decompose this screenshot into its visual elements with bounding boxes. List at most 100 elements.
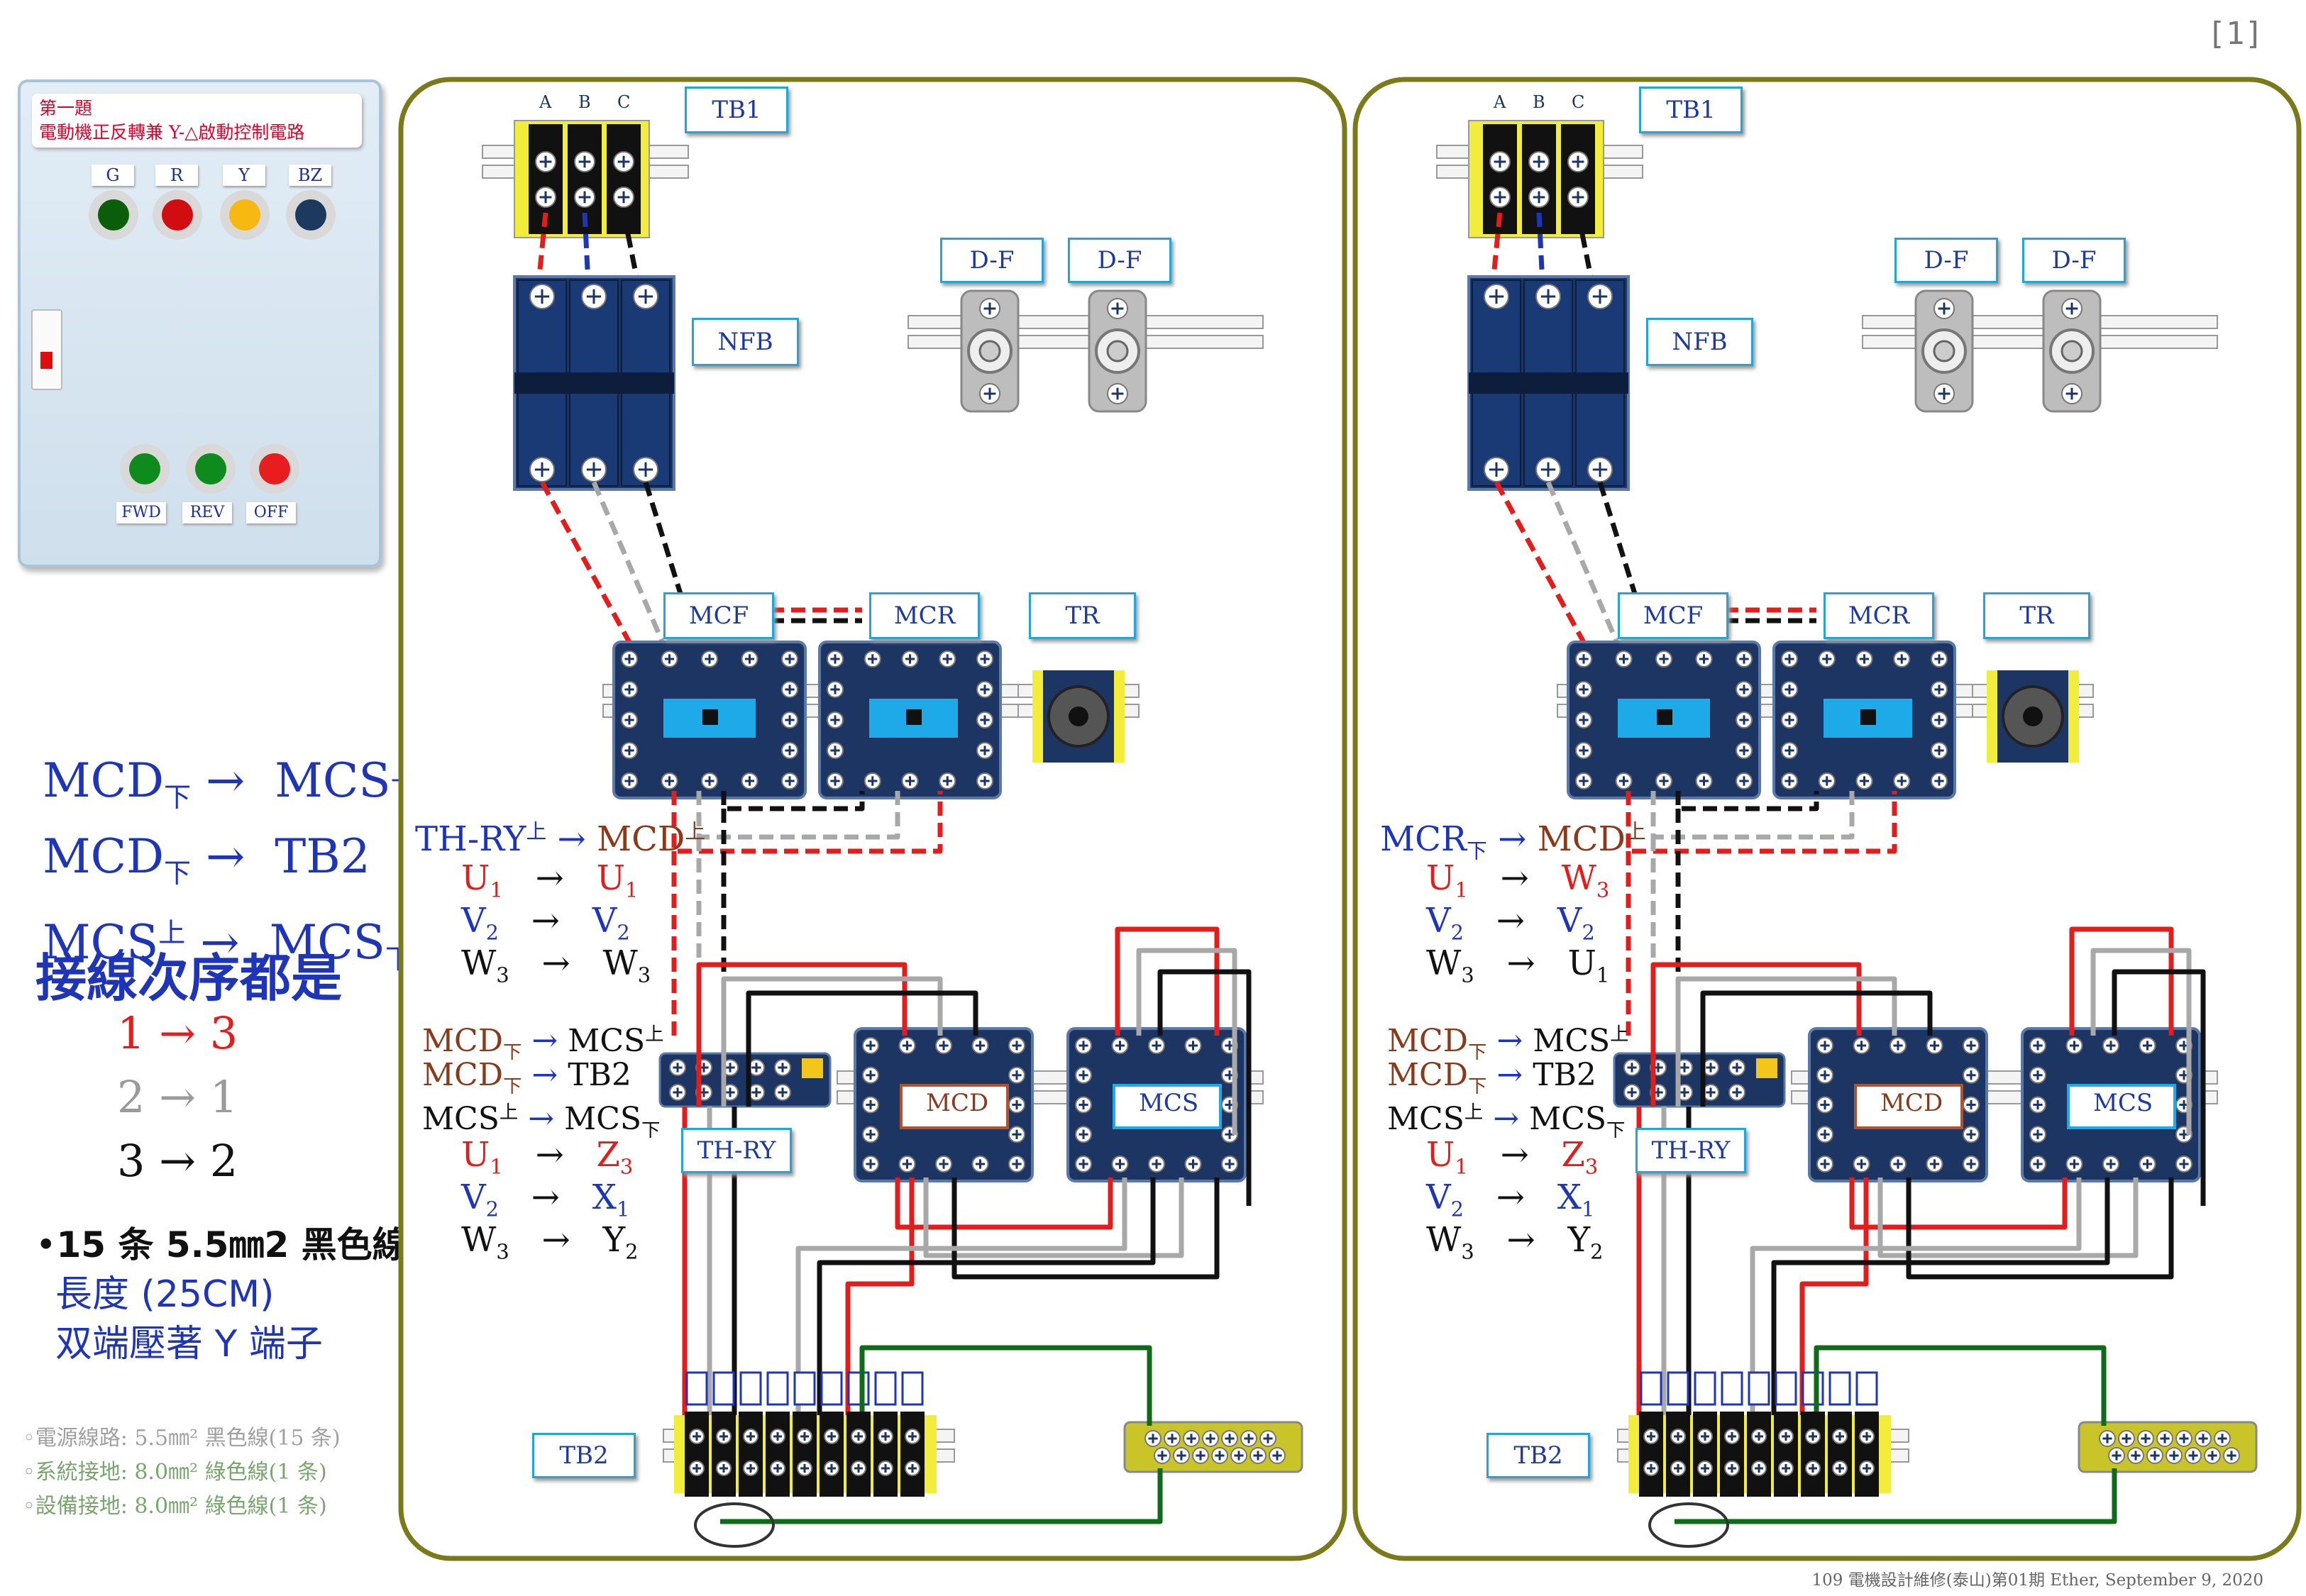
screw-slot [624, 776, 634, 786]
tb2-tag [1775, 1371, 1797, 1406]
screw-slot [1859, 776, 1870, 786]
black-wire [1675, 791, 1819, 811]
screw-slot [1579, 776, 1589, 786]
screw-slot [2033, 1041, 2043, 1051]
screw-slot [1592, 289, 1608, 304]
tr-socket-center [2023, 706, 2043, 726]
screw-slot [980, 685, 990, 694]
tb1-label: TB1 [1639, 87, 1743, 133]
red-wire [536, 212, 548, 284]
tb2-tag [712, 1371, 735, 1406]
mcr-label: MCR [869, 592, 980, 639]
screw-slot [827, 1432, 836, 1441]
screw-slot [785, 654, 795, 664]
screw-slot [1533, 191, 1545, 204]
screw-slot [744, 776, 755, 786]
screw-slot [1859, 654, 1870, 664]
screw-slot [1647, 1432, 1655, 1441]
phase-label-phase_b: B [578, 92, 591, 112]
lamp-label-bz: BZ [289, 165, 331, 186]
screw-slot [1579, 685, 1589, 694]
table2-row-left-1: V2 → X1 [461, 1177, 630, 1221]
screw-slot [785, 685, 795, 694]
screw-slot [939, 1041, 949, 1051]
gray-wire [1545, 481, 1624, 654]
system-ground-wire [859, 1345, 1152, 1426]
gray-wire [1136, 948, 1237, 1135]
sequence-3: 3 → 2 [117, 1135, 238, 1187]
tr-socket-center [1069, 706, 1088, 726]
screw-slot [539, 155, 552, 168]
screw-slot [866, 1041, 876, 1051]
screw-slot [1934, 776, 1944, 786]
screw-slot [1012, 1099, 1022, 1110]
screw-slot [868, 654, 878, 664]
gray-wire [591, 481, 670, 654]
screw-slot [1934, 685, 1944, 694]
screw-slot [1836, 1432, 1844, 1441]
screw-slot [939, 1159, 949, 1169]
screw-slot [1647, 1464, 1655, 1473]
red-wire [1490, 212, 1503, 284]
screw-slot [624, 746, 634, 755]
screw-slot [1784, 776, 1794, 786]
screw-slot [2217, 1434, 2227, 1443]
tb2-pole [1747, 1412, 1771, 1497]
screw-slot [725, 1087, 735, 1097]
screw-slot [830, 715, 840, 725]
df-label-1: D-F [1894, 238, 1998, 283]
screw-slot [1966, 1070, 1976, 1080]
table1-head-left: TH-RY上 → MCD上 [415, 819, 706, 859]
screw-slot [1627, 1087, 1637, 1097]
rule-2: MCD下 → TB2 [43, 829, 370, 890]
gray-wire [2090, 948, 2192, 1135]
rule-1: MCD下 → MCS上 [43, 753, 418, 814]
screw-slot [1701, 1432, 1709, 1441]
buzzer [286, 190, 336, 240]
tb2-tag [901, 1371, 924, 1406]
screw-slot [1739, 746, 1749, 755]
screw-slot [1659, 776, 1669, 786]
tb2-tag [1694, 1371, 1716, 1406]
off-button[interactable] [250, 444, 299, 494]
phase-label-phase_c: C [1572, 92, 1585, 112]
table2-row-left-0: U1 → Z3 [461, 1135, 634, 1179]
screw-slot [744, 654, 755, 664]
gray-wire [923, 1177, 1184, 1258]
screw-slot [693, 1464, 701, 1473]
tb2-pole [846, 1412, 871, 1497]
green-lamp [89, 190, 138, 240]
black-wire [746, 990, 978, 1107]
screw-slot [1856, 1159, 1867, 1169]
df-label-1: D-F [940, 238, 1044, 283]
screw-slot [1820, 1159, 1830, 1169]
tb2-pole [685, 1412, 709, 1497]
screw-slot [1706, 1087, 1716, 1097]
wire-note-3: 双端壓著 Y 端子 [55, 1323, 323, 1365]
screw-slot [908, 1432, 917, 1441]
screw-slot [746, 1464, 755, 1473]
screw-slot [673, 1087, 683, 1097]
fwd-button[interactable] [120, 444, 170, 494]
screw-slot [705, 776, 715, 786]
screw-slot [1782, 1432, 1790, 1441]
black-wire [621, 212, 641, 284]
screw-slot [1966, 1129, 1976, 1139]
screw-slot [908, 1464, 917, 1473]
nfb-handle [1469, 372, 1628, 394]
screw-slot [785, 776, 795, 786]
table1-row-left-2: W3 → W3 [461, 943, 651, 987]
screw-slot [751, 1063, 761, 1073]
rev-button[interactable] [186, 444, 236, 494]
gray-wire [721, 976, 943, 1107]
selector-switch[interactable] [31, 309, 62, 390]
screw-slot [1863, 1432, 1871, 1441]
screw-slot [830, 654, 840, 664]
red-wire [1849, 1177, 2068, 1230]
mcr-plunger [906, 709, 922, 725]
screw-slot [1618, 776, 1629, 786]
red-wire [1494, 481, 1592, 654]
control-panel: 第一題 電動機正反轉兼 Y-△啟動控制電路 G R Y BZ FWD REV O… [18, 79, 382, 567]
screw-slot [746, 1432, 755, 1441]
screw-slot [1111, 387, 1124, 400]
